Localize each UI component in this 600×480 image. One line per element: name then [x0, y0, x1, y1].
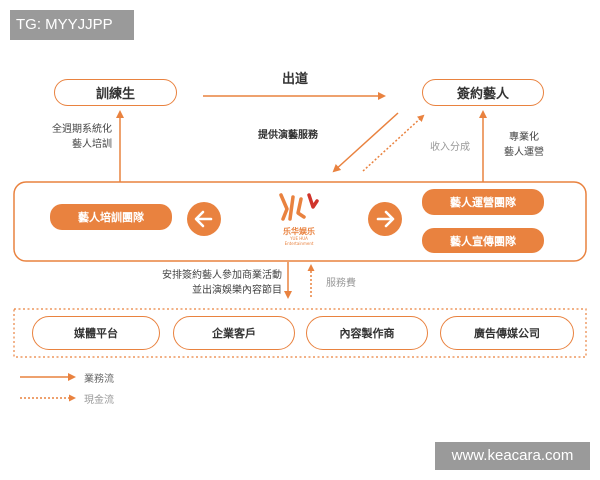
logo-mark-icon: [279, 193, 319, 221]
logo-chinese-name: 乐华娱乐: [283, 227, 315, 236]
fulltime-training-line2: 藝人培訓: [72, 139, 112, 150]
provide-services-label: 提供演藝服務: [258, 130, 318, 141]
fulltime-training-label: 全週期系統化 藝人培訓: [32, 122, 112, 152]
professional-line1: 專業化: [509, 132, 539, 143]
operation-team-node: 藝人運營團隊: [422, 189, 544, 215]
company-logo: 乐华娱乐 YUE HUA Entertainment: [268, 191, 330, 251]
media-platform-node: 媒體平台: [32, 316, 160, 350]
main-platform-frame: [13, 181, 587, 262]
tg-tag: TG: MYYJJPP: [10, 10, 134, 40]
legend-cash-label: 現金流: [84, 395, 114, 406]
ad-agency-label: 廣告傳媒公司: [474, 327, 540, 340]
training-team-node: 藝人培訓團隊: [50, 204, 172, 230]
operation-team-label: 藝人運營團隊: [450, 196, 516, 209]
professional-operation-label: 專業化 藝人運營: [494, 130, 554, 160]
revenue-diagonal-arrow: [362, 114, 425, 172]
fulltime-training-line1: 全週期系統化: [52, 124, 112, 135]
media-platform-label: 媒體平台: [74, 327, 118, 340]
legend-business-label: 業務流: [84, 374, 114, 385]
site-watermark: www.keacara.com: [435, 442, 590, 470]
service-diagonal-arrow: [332, 112, 399, 173]
clients-frame: [13, 308, 587, 358]
enterprise-client-node: 企業客戶: [173, 316, 295, 350]
trainee-label: 訓練生: [95, 87, 135, 102]
debut-label: 出道: [281, 72, 308, 87]
left-arrow-icon: [194, 210, 213, 228]
promotion-team-node: 藝人宣傳團隊: [422, 228, 544, 253]
enterprise-client-label: 企業客戶: [212, 327, 256, 340]
ad-agency-node: 廣告傳媒公司: [440, 316, 574, 350]
trainee-node: 訓練生: [54, 79, 177, 106]
training-team-label: 藝人培訓團隊: [78, 211, 144, 224]
revenue-share-label: 收入分成: [430, 142, 470, 153]
arrange-line2: 並出演娛樂內容節目: [192, 285, 282, 296]
logo-english-line1: YUE HUA: [290, 236, 308, 241]
service-fee-label: 服務費: [326, 278, 356, 289]
arrange-label: 安排簽約藝人參加商業活動 並出演娛樂內容節目: [110, 268, 282, 298]
logo-english-line2: Entertainment: [284, 241, 314, 246]
professional-line2: 藝人運營: [504, 147, 544, 158]
arrange-line1: 安排簽約藝人參加商業活動: [162, 270, 282, 281]
right-arrow-icon: [376, 210, 395, 228]
signed-artist-label: 簽約藝人: [456, 87, 509, 102]
signed-artist-node: 簽約藝人: [422, 79, 544, 106]
content-producer-label: 內容製作商: [339, 327, 395, 340]
content-producer-node: 內容製作商: [306, 316, 428, 350]
promotion-team-label: 藝人宣傳團隊: [450, 234, 516, 248]
